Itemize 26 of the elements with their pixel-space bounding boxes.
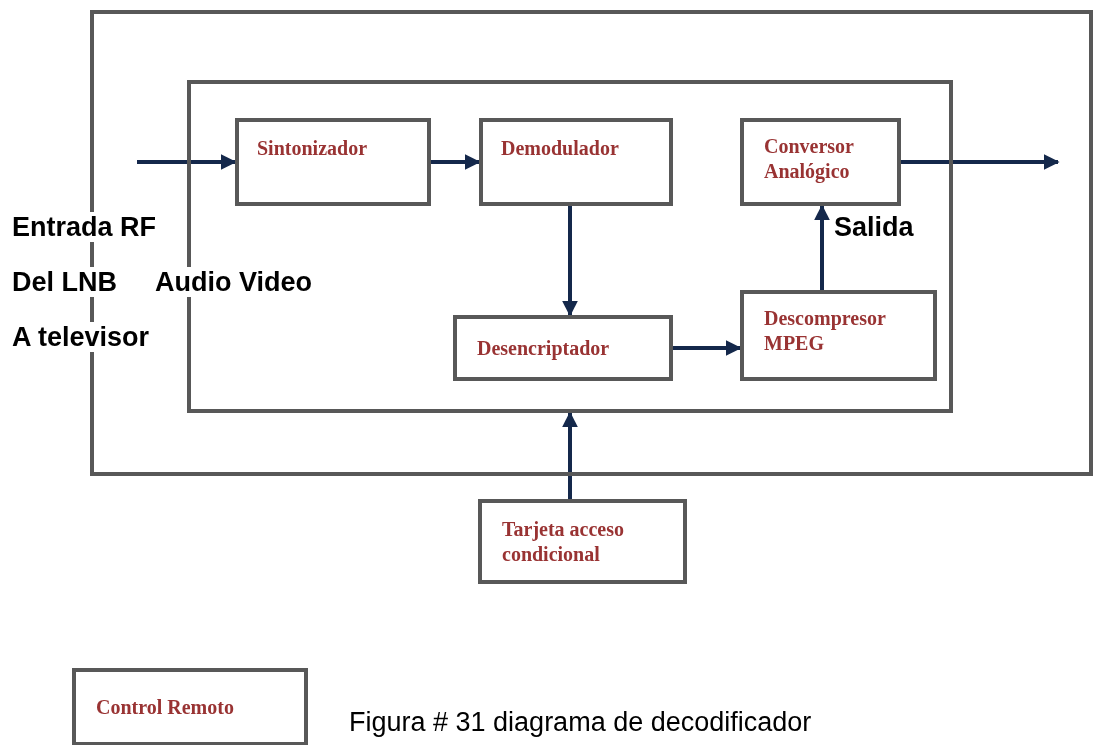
- process-box: [478, 499, 687, 584]
- process-box: [740, 290, 937, 381]
- box-label: Conversor Analógico: [764, 134, 855, 184]
- arrow: [137, 154, 237, 170]
- arrow: [562, 206, 578, 317]
- process-box: [740, 118, 901, 206]
- process-box: [235, 118, 431, 206]
- process-box: [453, 315, 673, 381]
- box-label: Descompresor MPEG: [764, 306, 887, 356]
- arrow: [814, 204, 830, 290]
- text-label: A televisor: [12, 322, 150, 352]
- box-label: Sintonizador: [257, 136, 368, 161]
- arrow: [901, 154, 1060, 170]
- figure-caption: Figura # 31 diagrama de decodificador: [349, 707, 812, 738]
- text-label: Entrada RF: [12, 212, 157, 242]
- box-label: Desencriptador: [477, 335, 610, 361]
- process-box: [479, 118, 673, 206]
- box-label: Demodulador: [501, 136, 619, 161]
- arrow: [673, 340, 742, 356]
- text-label: Audio Video: [155, 267, 312, 297]
- box-label: Tarjeta acceso condicional: [502, 516, 625, 567]
- arrow: [431, 154, 481, 170]
- box-label: Control Remoto: [96, 694, 234, 720]
- arrow: [562, 411, 578, 499]
- text-label: Del LNB: [12, 267, 117, 297]
- process-box: [72, 668, 308, 745]
